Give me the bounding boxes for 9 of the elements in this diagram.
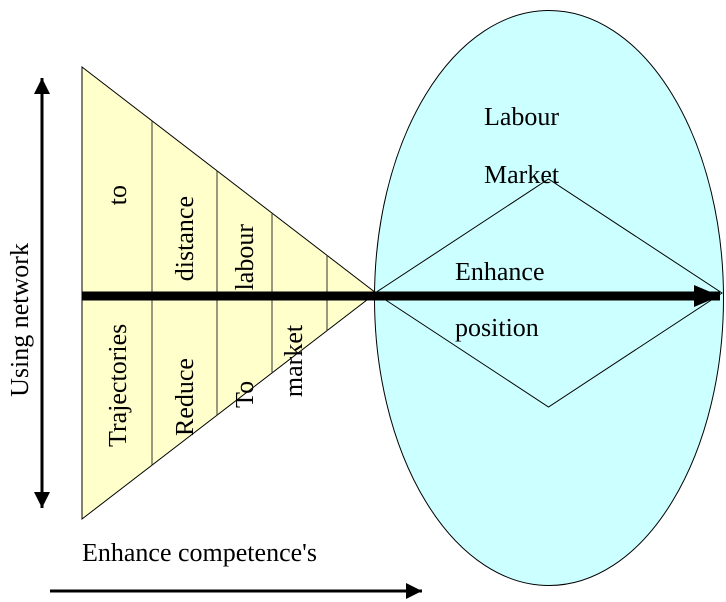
- node-text: To labour: [229, 224, 260, 408]
- axis-label: Enhance competence's: [82, 538, 318, 568]
- node-text: Trajectories to: [102, 185, 133, 447]
- node-text: market: [278, 324, 309, 400]
- node-text: Reduce distance: [169, 196, 200, 436]
- arrow: [82, 285, 720, 307]
- node-text: Labour Market: [484, 101, 560, 191]
- axis-label: Using network: [5, 242, 35, 399]
- node-text: Enhance position: [455, 256, 546, 344]
